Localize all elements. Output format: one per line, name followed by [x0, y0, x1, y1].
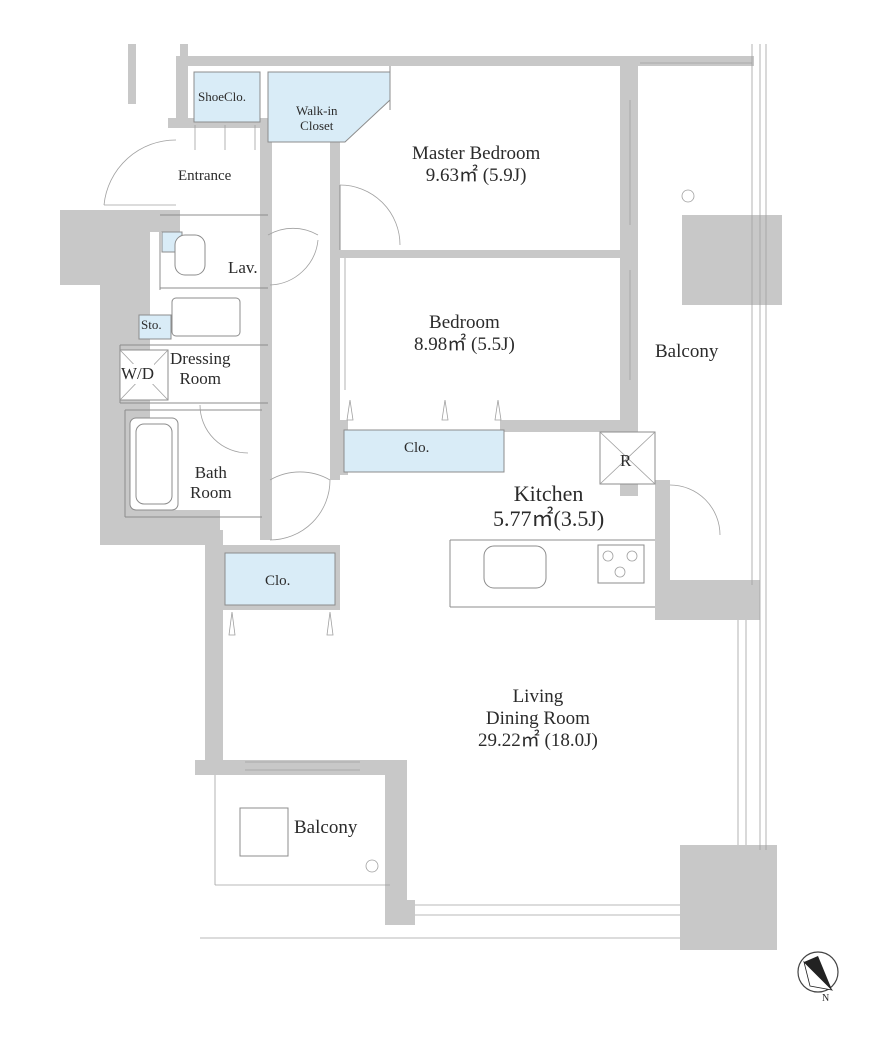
walk-in-closet — [267, 71, 391, 143]
storage-label: Sto. — [141, 317, 162, 332]
kitchen-label: Kitchen 5.77㎡(3.5J) — [493, 481, 604, 532]
refrigerator-label: R — [620, 451, 632, 470]
shoe-closet-label: ShoeClo. — [198, 89, 247, 104]
storage — [138, 314, 172, 340]
bath-room-line2: Room — [190, 482, 232, 502]
living-label: Living Dining Room 29.22㎡ (18.0J) — [478, 686, 598, 752]
kitchen-area: 5.77㎡(3.5J) — [493, 506, 605, 532]
fixtures — [119, 189, 695, 873]
master-bedroom-name: Master Bedroom — [412, 143, 541, 164]
compass — [797, 951, 839, 993]
bedroom-area: 8.98㎡ (5.5J) — [414, 333, 515, 355]
closet-living-label: Clo. — [265, 573, 291, 589]
washbasin — [171, 297, 241, 337]
partitions — [119, 66, 655, 608]
toilet — [174, 234, 206, 276]
walk-in-closet-line2: Closet — [300, 117, 334, 133]
bedroom-name: Bedroom — [429, 312, 500, 333]
master-bedroom-area: 9.63㎡ (5.9J) — [425, 164, 527, 186]
door-swings — [103, 125, 721, 636]
balcony-south-label: Balcony — [294, 817, 358, 838]
bath-room-label: Bath Room — [190, 463, 232, 502]
compass-label: N — [822, 993, 830, 1004]
master-bedroom-label: Master Bedroom 9.63㎡ (5.9J) — [412, 143, 540, 187]
bedroom-label: Bedroom 8.98㎡ (5.5J) — [414, 312, 515, 356]
aircon-unit — [239, 807, 289, 857]
kitchen-sink — [483, 545, 547, 589]
closet-living — [224, 552, 336, 606]
dressing-room-line1: Dressing — [170, 349, 231, 368]
kitchen-name: Kitchen — [513, 481, 584, 506]
walk-in-closet-line1: Walk-in — [296, 103, 338, 118]
washer-dryer-label: W/D — [121, 364, 155, 384]
balcony-east-label: Balcony — [655, 341, 719, 362]
living-name-line2: Dining Room — [485, 707, 590, 729]
closet-bedroom — [343, 429, 505, 473]
lavatory-label: Lav. — [228, 258, 258, 277]
windows — [200, 44, 767, 939]
walk-in-closet-label: Walk-in Closet — [296, 103, 338, 134]
living-name-line1: Living — [512, 686, 564, 707]
dressing-room-label: Dressing Room — [170, 349, 230, 388]
bath-room-line1: Bath — [194, 463, 227, 482]
dressing-room-line2: Room — [179, 368, 221, 388]
entrance-label: Entrance — [178, 168, 232, 184]
living-area: 29.22㎡ (18.0J) — [478, 729, 598, 751]
closet-bedroom-label: Clo. — [404, 440, 430, 456]
shoe-closet — [193, 71, 261, 123]
